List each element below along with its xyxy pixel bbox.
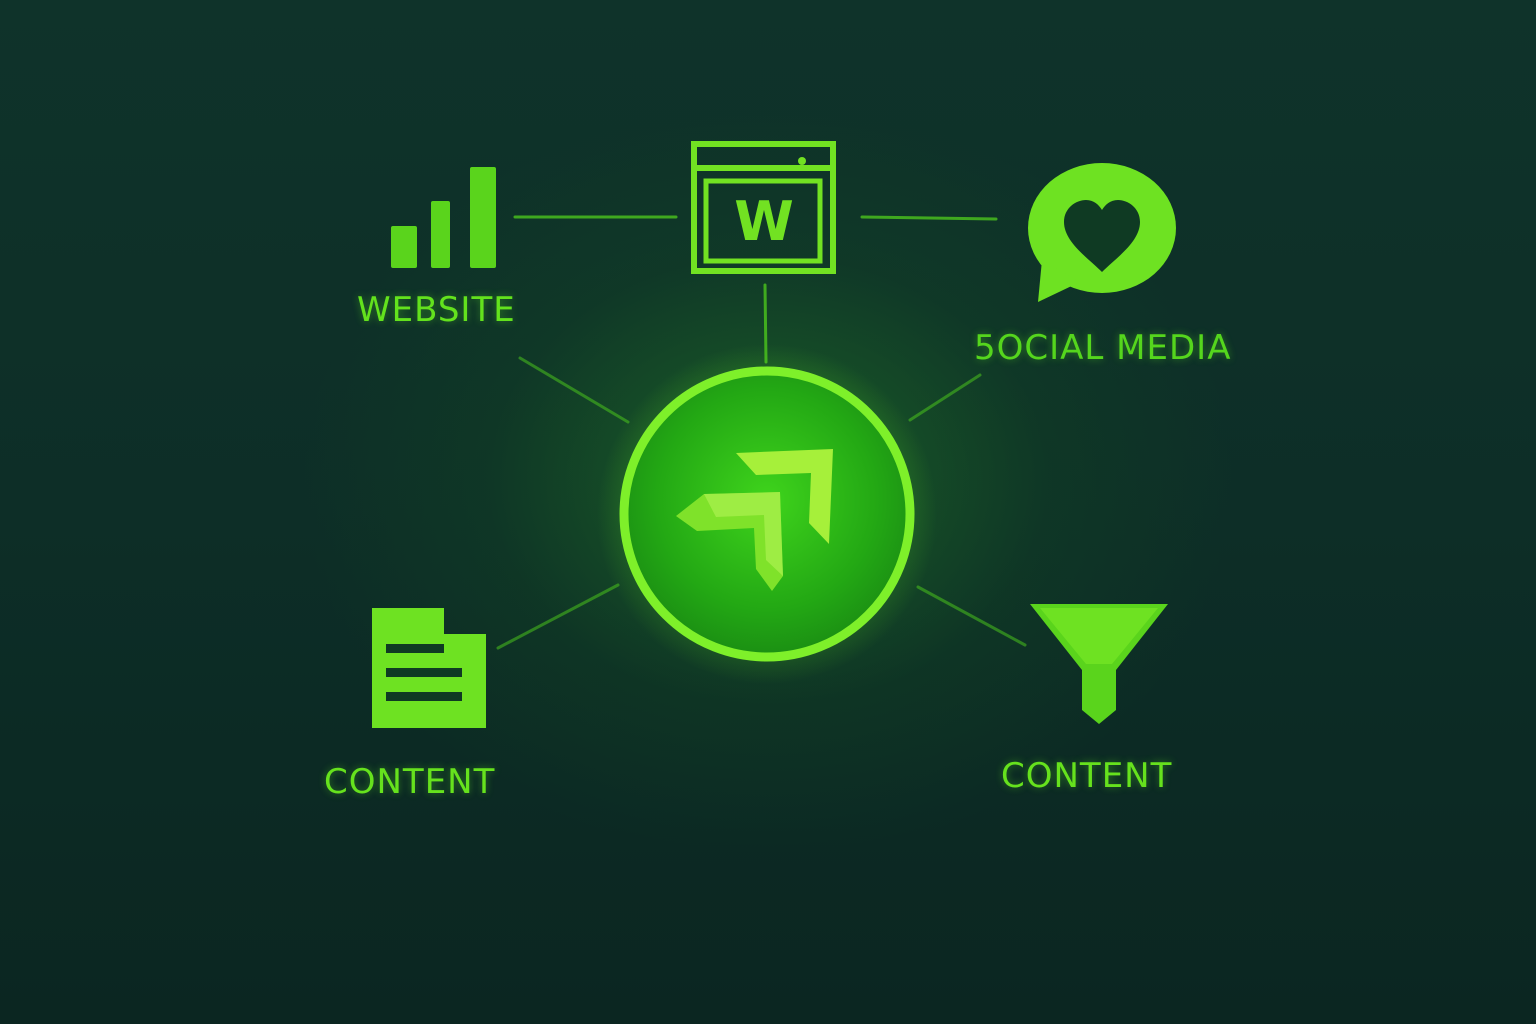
connector-content-left-to-hub <box>496 583 620 650</box>
browser-glyph: W <box>734 190 794 253</box>
content-left-label: CONTENT <box>324 762 496 802</box>
browser-window-icon: W <box>691 141 836 274</box>
connector-website-to-hub <box>518 356 630 424</box>
bar-3 <box>470 167 496 268</box>
document-icon <box>372 608 486 728</box>
website-label: WEBSITE <box>357 290 516 330</box>
content-right-label: CONTENT <box>1001 756 1173 796</box>
funnel-icon <box>1030 604 1168 724</box>
connector-content-right-to-hub <box>916 585 1027 647</box>
heart-speech-bubble-icon <box>1028 163 1176 302</box>
social-media-label: 5OCIAL MEDIA <box>974 328 1232 368</box>
bar-chart-icon <box>391 167 496 268</box>
connector-social-to-hub <box>908 373 982 422</box>
hub-node <box>597 345 936 684</box>
bar-1 <box>391 226 417 268</box>
bar-2 <box>431 201 450 268</box>
arrow-logo-icon <box>676 449 833 591</box>
connector-browser-to-social <box>860 215 998 221</box>
